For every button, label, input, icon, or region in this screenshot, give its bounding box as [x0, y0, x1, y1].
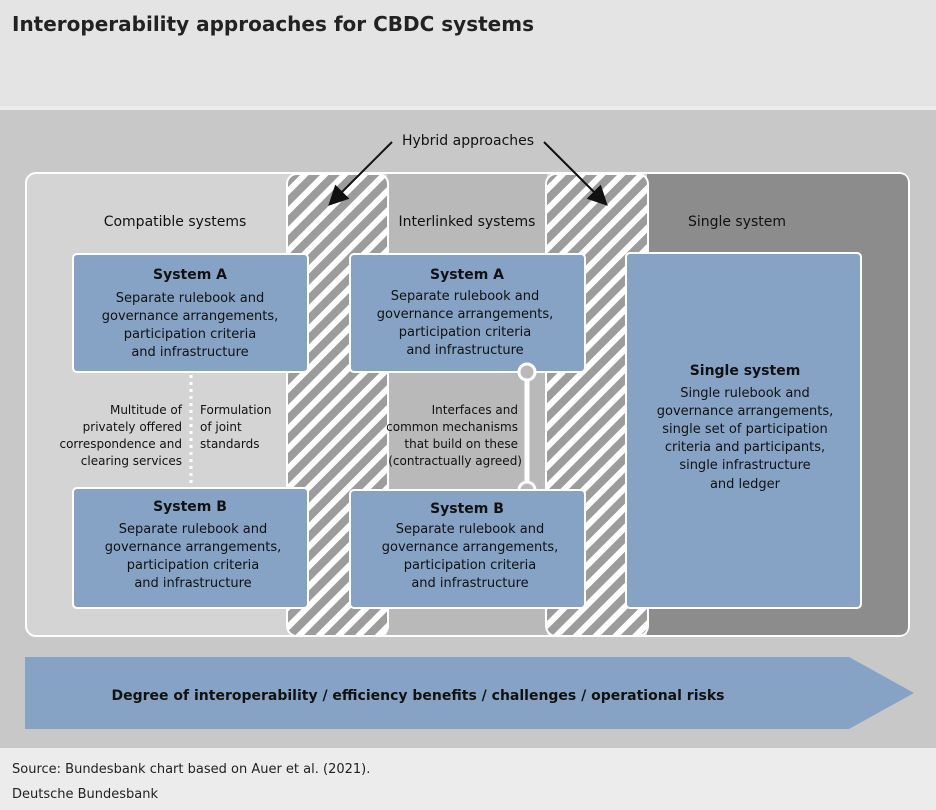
- interlinked-link-note: Interfaces and common mechanisms that bu…: [386, 403, 522, 468]
- compatible-left-note-line: clearing services: [81, 454, 182, 468]
- title-band: Interoperability approaches for CBDC sys…: [0, 0, 936, 106]
- interlinked-system-a-title: System A: [430, 267, 504, 283]
- interlinked-system-a-box: System A Separate rulebook and governanc…: [349, 253, 586, 373]
- column-header-single: Single system: [688, 214, 786, 230]
- compatible-system-b-line: governance arrangements,: [105, 540, 282, 555]
- compatible-right-note-line: standards: [200, 437, 259, 451]
- single-system-line: criteria and participants,: [665, 440, 825, 455]
- compatible-right-note-line: Formulation: [200, 403, 272, 417]
- interlinked-system-b-title: System B: [430, 501, 504, 517]
- interlinked-system-b-line: Separate rulebook and: [396, 522, 544, 537]
- interlinked-system-a-line: and infrastructure: [406, 343, 523, 358]
- interlinked-system-b-box: System B Separate rulebook and governanc…: [349, 489, 586, 609]
- compatible-left-note-line: correspondence and: [59, 437, 182, 451]
- single-system-line: governance arrangements,: [657, 404, 834, 419]
- interlinked-system-a-line: governance arrangements,: [377, 307, 554, 322]
- hybrid-label: Hybrid approaches: [402, 133, 534, 149]
- single-system-line: single set of participation: [662, 422, 827, 437]
- interlinked-system-b-line: governance arrangements,: [382, 540, 559, 555]
- interlinked-system-b-line: and infrastructure: [411, 576, 528, 591]
- interlinked-system-b-line: participation criteria: [404, 558, 536, 573]
- interlinked-link-note-line: that build on these: [404, 437, 518, 451]
- interlinked-link-note-line: Interfaces and: [432, 403, 518, 417]
- hybrid-arrow-right: [543, 141, 608, 206]
- compatible-right-note: Formulation of joint standards: [200, 403, 272, 451]
- compatible-system-b-box: System B Separate rulebook and governanc…: [72, 487, 309, 609]
- interlinked-link-note-line: common mechanisms: [386, 420, 518, 434]
- compatible-system-a-line: participation criteria: [124, 327, 256, 342]
- column-header-interlinked: Interlinked systems: [399, 214, 536, 230]
- single-system-title: Single system: [690, 363, 801, 379]
- compatible-left-note: Multitude of privately offered correspon…: [59, 403, 182, 468]
- publisher-note: Deutsche Bundesbank: [12, 787, 159, 802]
- compatible-left-note-line: privately offered: [83, 420, 182, 434]
- source-note: Source: Bundesbank chart based on Auer e…: [12, 762, 371, 777]
- interoperability-arrow-label: Degree of interoperability / efficiency …: [112, 688, 725, 704]
- compatible-system-a-box: System A Separate rulebook and governanc…: [72, 253, 309, 373]
- compatible-system-a-line: governance arrangements,: [102, 309, 279, 324]
- interlinked-link-note-line: (contractually agreed): [388, 454, 522, 468]
- compatible-system-b-title: System B: [153, 499, 227, 515]
- compatible-system-b-line: participation criteria: [127, 558, 259, 573]
- interlinked-connector-node-top: [517, 362, 537, 382]
- column-header-compatible: Compatible systems: [104, 214, 247, 230]
- interlinked-system-a-line: participation criteria: [399, 325, 531, 340]
- single-system-line: and ledger: [710, 477, 781, 492]
- compatible-system-b-line: and infrastructure: [134, 576, 251, 591]
- interoperability-arrow: [25, 657, 914, 729]
- compatible-left-note-line: Multitude of: [110, 403, 183, 417]
- hybrid-arrow-left: [328, 141, 393, 206]
- single-system-line: Single rulebook and: [680, 386, 810, 401]
- compatible-system-a-line: Separate rulebook and: [116, 291, 264, 306]
- compatible-system-a-line: and infrastructure: [131, 345, 248, 360]
- single-system-line: single infrastructure: [679, 458, 810, 473]
- compatible-right-note-line: of joint: [200, 420, 242, 434]
- compatible-system-a-title: System A: [153, 267, 227, 283]
- interlinked-system-a-line: Separate rulebook and: [391, 289, 539, 304]
- compatible-system-b-line: Separate rulebook and: [119, 522, 267, 537]
- single-system-box: Single system Single rulebook and govern…: [625, 252, 862, 609]
- page-title: Interoperability approaches for CBDC sys…: [12, 12, 534, 36]
